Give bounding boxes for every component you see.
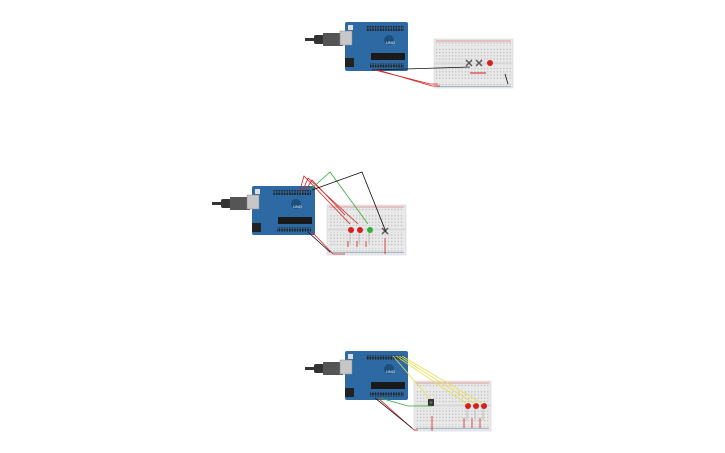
wire-yellow[interactable] [392, 355, 431, 400]
wire-red[interactable] [377, 69, 440, 87]
led-red[interactable] [487, 60, 493, 66]
wire-red[interactable] [305, 179, 346, 216]
led-red[interactable] [473, 403, 479, 420]
wire-green[interactable] [309, 171, 369, 225]
led-red[interactable] [465, 403, 471, 420]
circuit-2[interactable]: UNO [212, 171, 407, 256]
wire-black[interactable] [371, 66, 471, 71]
pushbutton[interactable] [428, 399, 434, 406]
board-label: UNO [386, 40, 395, 45]
resistor[interactable] [475, 59, 483, 67]
breadboard[interactable] [433, 38, 514, 89]
wire-yellow[interactable] [401, 355, 484, 405]
usb-cable [305, 33, 343, 46]
arduino-uno-board[interactable]: UNO [339, 22, 408, 71]
wire-red[interactable] [347, 238, 386, 254]
led-green[interactable] [367, 227, 373, 244]
wire-red[interactable] [431, 416, 481, 431]
circuit-1[interactable]: UNO [305, 22, 514, 89]
wire-red[interactable] [302, 177, 359, 225]
wire-black[interactable] [311, 171, 387, 233]
board-label: UNO [293, 204, 302, 209]
wire-green[interactable] [379, 397, 432, 407]
wire-yellow[interactable] [395, 355, 468, 405]
wire-black[interactable] [374, 397, 413, 429]
led-red[interactable] [481, 403, 487, 420]
arduino-uno-board[interactable]: UNO [339, 351, 408, 400]
wire-black[interactable] [307, 231, 331, 253]
arduino-uno-board[interactable]: UNO [246, 186, 315, 235]
wire-red[interactable] [299, 175, 351, 225]
resistor[interactable] [465, 59, 473, 67]
wire-yellow[interactable] [398, 355, 476, 405]
usb-cable [305, 362, 343, 375]
resistor[interactable] [381, 227, 389, 235]
board-label: UNO [386, 369, 395, 374]
circuit-3[interactable]: UNO [305, 351, 492, 432]
led-red[interactable] [357, 227, 363, 244]
led-red[interactable] [348, 227, 354, 244]
usb-cable [212, 197, 250, 210]
wire-black[interactable] [504, 73, 509, 85]
wire-red[interactable] [311, 231, 345, 255]
wire-red[interactable] [377, 397, 418, 431]
